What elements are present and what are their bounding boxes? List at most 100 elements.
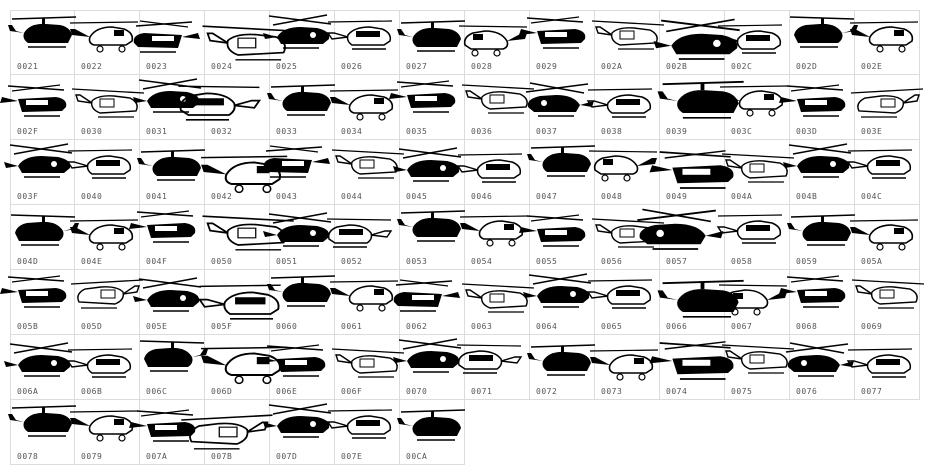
glyph-code-label: 004F — [146, 257, 168, 266]
glyph-cell: 0023 — [133, 10, 205, 75]
glyph-cell: 0024 — [202, 10, 294, 75]
glyph-cell: 004B — [783, 140, 855, 205]
glyph-cell: 0070 — [393, 335, 465, 400]
helicopter-icon — [263, 145, 330, 178]
glyph-code-label: 0039 — [666, 127, 688, 136]
glyph-code-label: 0073 — [601, 387, 623, 396]
glyph-code-label: 0063 — [471, 322, 493, 331]
glyph-cell: 007D — [263, 400, 335, 465]
glyph-code-label: 0064 — [536, 322, 558, 331]
glyph-code-label: 003D — [796, 127, 818, 136]
glyph-code-label: 0068 — [796, 322, 818, 331]
glyph-code-label: 0036 — [471, 127, 493, 136]
helicopter-icon — [66, 149, 133, 179]
helicopter-icon — [523, 273, 592, 308]
glyph-cell: 007B — [181, 400, 273, 465]
helicopter-icon — [267, 275, 336, 307]
helicopter-icon — [263, 14, 332, 49]
helicopter-icon — [718, 284, 788, 316]
glyph-cell: 0035 — [389, 75, 465, 140]
glyph-code-label: 0021 — [17, 62, 39, 71]
helicopter-icon — [263, 403, 332, 438]
glyph-cell: 0072 — [527, 335, 596, 400]
helicopter-icon — [649, 341, 734, 380]
glyph-cell: 0062 — [393, 270, 465, 335]
helicopter-icon — [331, 149, 405, 179]
glyph-cell: 0034 — [329, 75, 400, 140]
helicopter-icon — [719, 85, 789, 117]
helicopter-icon — [787, 214, 856, 246]
glyph-cell: 004C — [846, 140, 920, 205]
helicopter-icon — [785, 342, 854, 377]
helicopter-icon — [397, 210, 466, 242]
glyph-cell: 0073 — [589, 335, 660, 400]
glyph-code-label: 0040 — [81, 192, 103, 201]
glyph-cell: 0077 — [846, 335, 920, 400]
glyph-code-label: 0037 — [536, 127, 558, 136]
glyph-code-label: 006D — [211, 387, 233, 396]
glyph-cell: 0074 — [649, 335, 734, 400]
glyph-code-label: 0070 — [406, 387, 428, 396]
helicopter-icon — [137, 149, 206, 181]
glyph-cell: 004F — [129, 205, 205, 270]
glyph-cell: 0066 — [657, 270, 744, 335]
glyph-code-label: 002F — [17, 127, 39, 136]
helicopter-icon — [789, 16, 858, 48]
glyph-cell: 0059 — [787, 205, 856, 270]
glyph-code-label: 0053 — [406, 257, 428, 266]
glyph-code-label: 003C — [731, 127, 753, 136]
glyph-code-label: 004D — [17, 257, 39, 266]
glyph-cell: 0053 — [397, 205, 466, 270]
glyph-code-label: 0054 — [471, 257, 493, 266]
glyph-cell: 003C — [719, 75, 790, 140]
glyph-code-label: 0062 — [406, 322, 428, 331]
glyph-code-label: 006B — [81, 387, 103, 396]
glyph-cell: 0049 — [649, 140, 734, 205]
helicopter-icon — [389, 80, 456, 113]
glyph-code-label: 002E — [861, 62, 883, 71]
glyph-code-label: 0074 — [666, 387, 688, 396]
glyph-code-label: 002B — [666, 62, 688, 71]
helicopter-icon — [129, 409, 196, 442]
glyph-code-label: 00CA — [406, 452, 428, 461]
glyph-code-label: 0066 — [666, 322, 688, 331]
glyph-code-label: 0042 — [211, 192, 233, 201]
glyph-cell: 0022 — [69, 10, 140, 75]
glyph-cell: 0039 — [657, 75, 744, 140]
glyph-code-label: 0031 — [146, 127, 168, 136]
glyph-code-label: 0079 — [81, 452, 103, 461]
glyph-cell: 0060 — [267, 270, 336, 335]
helicopter-icon — [591, 20, 665, 50]
glyph-code-label: 0072 — [536, 387, 558, 396]
glyph-cell: 0061 — [329, 270, 400, 335]
glyph-code-label: 005B — [17, 322, 39, 331]
glyph-cell: 007E — [326, 400, 400, 465]
helicopter-icon — [716, 24, 783, 54]
glyph-cell: 0071 — [456, 335, 530, 400]
helicopter-icon — [329, 89, 399, 121]
glyph-code-label: 003F — [17, 192, 39, 201]
helicopter-icon — [393, 338, 462, 373]
glyph-code-label: 0077 — [861, 387, 883, 396]
glyph-code-label: 002A — [601, 62, 623, 71]
helicopter-icon — [649, 150, 734, 189]
glyph-code-label: 0045 — [406, 192, 428, 201]
glyph-code-label: 003E — [861, 127, 883, 136]
helicopter-icon — [779, 275, 846, 308]
glyph-cell: 0078 — [8, 400, 77, 465]
helicopter-icon — [139, 340, 208, 372]
helicopter-icon — [4, 342, 73, 377]
glyph-cell: 0032 — [178, 75, 270, 140]
glyph-code-label: 005E — [146, 322, 168, 331]
glyph-cell: 0026 — [326, 10, 400, 75]
glyph-cell: 0055 — [519, 205, 595, 270]
glyph-code-label: 0022 — [81, 62, 103, 71]
glyph-cell: 002A — [591, 10, 665, 75]
glyph-cell: 003F — [4, 140, 75, 205]
glyph-code-label: 0076 — [796, 387, 818, 396]
glyph-cell: 0057 — [637, 205, 725, 270]
glyph-cell: 003D — [779, 75, 855, 140]
helicopter-icon — [8, 405, 77, 437]
glyph-cell: 0030 — [71, 75, 145, 140]
